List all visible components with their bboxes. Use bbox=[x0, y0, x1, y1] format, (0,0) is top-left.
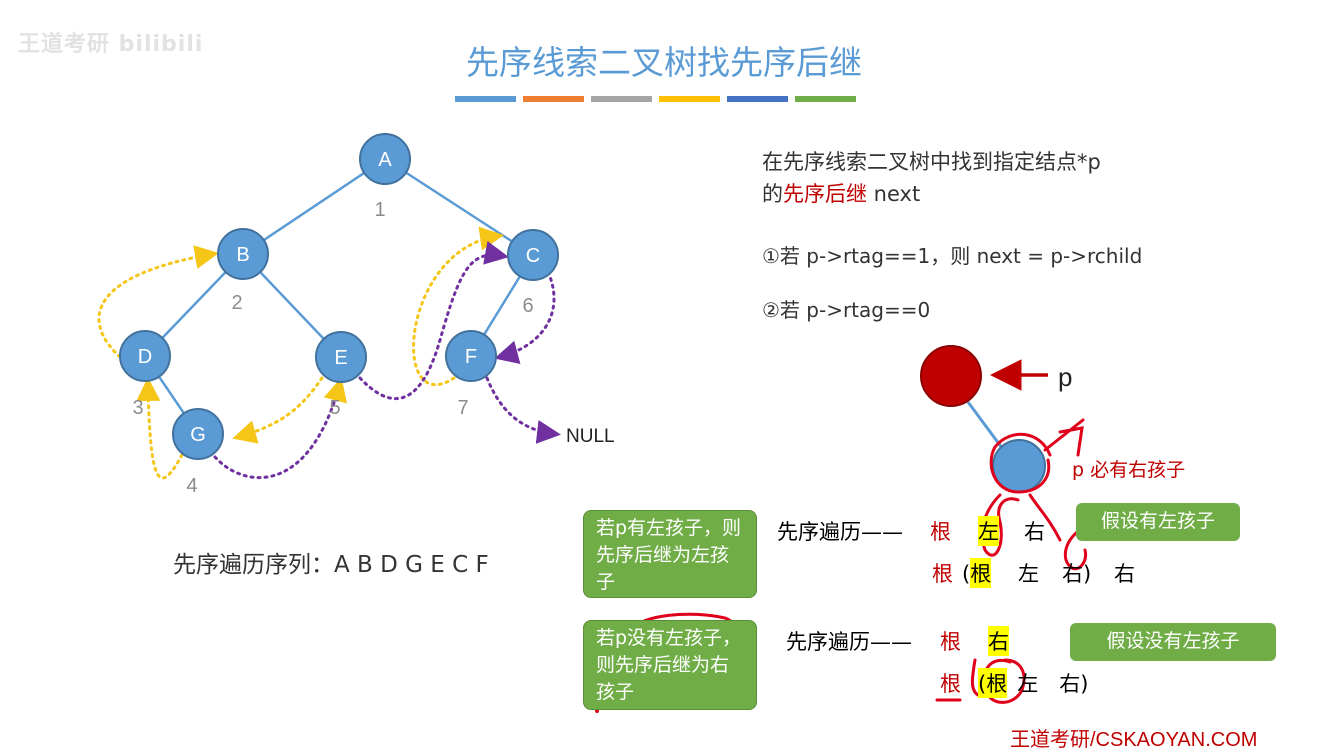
pred-thread-D-B bbox=[97, 245, 219, 359]
intro-line2: 的先序后继 next bbox=[762, 178, 920, 208]
footer-brand: 王道考研/CSKAOYAN.COM bbox=[1010, 729, 1258, 751]
succ-thread-F-null bbox=[485, 376, 561, 444]
o2r2-right: 右) bbox=[1059, 672, 1089, 696]
o1r2-right: 右) bbox=[1062, 562, 1092, 586]
circle-mark-right-child bbox=[989, 432, 1052, 494]
p-right-child-note: p 必有右孩子 bbox=[1072, 459, 1186, 481]
tree-node-label-E: E bbox=[334, 347, 347, 369]
preorder-index-F: 7 bbox=[457, 397, 468, 419]
order2-row1: 根右 bbox=[940, 626, 1009, 656]
order2-row2: 根 (根左右) bbox=[940, 668, 1088, 698]
title-color-bars bbox=[455, 96, 856, 102]
o2r1-root: 根 bbox=[940, 630, 961, 654]
tree-node-label-C: C bbox=[526, 245, 540, 267]
preorder-index-labels: 1 2 6 3 5 7 4 bbox=[132, 199, 533, 497]
o2r2-left: 左 bbox=[1017, 672, 1039, 696]
tree-node-B bbox=[217, 228, 269, 280]
tree-node-D bbox=[119, 330, 171, 382]
preorder-index-G: 4 bbox=[186, 475, 197, 497]
title-bar-3 bbox=[659, 96, 720, 102]
title-bar-2 bbox=[591, 96, 652, 102]
red-dot bbox=[595, 709, 599, 713]
slide-title: 先序线索二叉树找先序后继 bbox=[466, 43, 862, 82]
o1r2-right-outer: 右 bbox=[1114, 562, 1135, 586]
o1r2-left: 左 bbox=[1018, 562, 1039, 586]
null-label: NULL bbox=[566, 426, 615, 447]
tree-node-label-D: D bbox=[138, 346, 152, 368]
preorder-index-E: 5 bbox=[329, 397, 340, 419]
watermark: 王道考研 bilibili bbox=[18, 32, 204, 57]
tree-node-label-B: B bbox=[236, 244, 249, 266]
pred-thread-F-C bbox=[412, 226, 504, 387]
tree-node-G bbox=[172, 408, 224, 460]
o1r2-subtree-root-text: (根 bbox=[962, 558, 992, 588]
title-bar-5 bbox=[795, 96, 856, 102]
pred-threads bbox=[97, 226, 504, 480]
preorder-sequence: 先序遍历序列：A B D G E C F bbox=[173, 552, 489, 578]
title-bar-1 bbox=[523, 96, 584, 102]
assume-no-left-label: 假设没有左孩子 bbox=[1070, 623, 1276, 661]
box-no-left-child: 若p没有左孩子，则先序后继为右孩子 bbox=[583, 620, 757, 710]
succ-thread-G-E bbox=[213, 377, 347, 480]
edge-p-right bbox=[966, 401, 1007, 453]
traverse-label-2: 先序遍历—— bbox=[786, 630, 912, 654]
succ-threads bbox=[213, 240, 561, 480]
traverse-label-1: 先序遍历—— bbox=[777, 520, 903, 544]
o1r2-subtree-root: (根 bbox=[962, 558, 1018, 588]
circle-mark-root bbox=[982, 658, 1026, 704]
preorder-index-B: 2 bbox=[231, 292, 242, 314]
intro-successor-highlight: 先序后继 bbox=[783, 182, 867, 206]
o1r2-root: 根 bbox=[932, 562, 953, 586]
intro-line2-suffix: next bbox=[867, 182, 921, 206]
stroke-mark bbox=[1028, 493, 1062, 542]
case1-text: ①若 p->rtag==1，则 next = p->rchild bbox=[762, 244, 1143, 268]
o2r2-subtree-root: (根 bbox=[978, 668, 1008, 698]
preorder-index-A: 1 bbox=[374, 199, 385, 221]
bracket-mark-right bbox=[1063, 528, 1088, 571]
title-bar-4 bbox=[727, 96, 788, 102]
tree-node-label-G: G bbox=[190, 424, 206, 446]
intro-line2-prefix: 的 bbox=[762, 182, 783, 206]
intro-line1: 在先序线索二叉树中找到指定结点*p bbox=[762, 150, 1101, 174]
order1-row2: 根 (根 左右) 右 bbox=[932, 558, 1135, 588]
tree-node-E bbox=[315, 331, 367, 383]
case2-text: ②若 p->rtag==0 bbox=[762, 298, 931, 322]
o2r1-right: 右 bbox=[988, 626, 1009, 656]
tree-nodes: A B C D E F G bbox=[119, 133, 559, 460]
p-label: p bbox=[1058, 362, 1072, 392]
tree-node-F bbox=[445, 330, 497, 382]
order1-row1: 根左右 bbox=[930, 516, 1045, 546]
tree-node-label-A: A bbox=[378, 149, 392, 171]
o1r1-right: 右 bbox=[1024, 520, 1045, 544]
o2r2-root: 根 bbox=[940, 672, 961, 696]
box-has-left-child: 若p有左孩子，则先序后继为左孩子 bbox=[583, 510, 757, 598]
edge-A-C bbox=[384, 157, 534, 257]
tree-edges bbox=[143, 157, 535, 435]
o1r1-root: 根 bbox=[930, 520, 951, 544]
tree-node-A bbox=[359, 133, 411, 185]
pred-thread-G-D bbox=[136, 377, 184, 480]
o1r1-left: 左 bbox=[978, 516, 999, 546]
assume-left-label: 假设有左孩子 bbox=[1076, 503, 1240, 541]
succ-thread-E-C bbox=[358, 240, 509, 401]
tree-node-label-F: F bbox=[465, 346, 477, 368]
arrow-mark bbox=[1043, 418, 1085, 457]
pred-thread-E-G bbox=[232, 376, 324, 444]
preorder-index-C: 6 bbox=[522, 295, 533, 317]
node-p bbox=[920, 345, 982, 407]
succ-thread-C-F bbox=[494, 270, 556, 364]
title-bar-0 bbox=[455, 96, 516, 102]
tree-node-C bbox=[507, 229, 559, 281]
preorder-index-D: 3 bbox=[132, 397, 143, 419]
edge-A-B bbox=[242, 157, 386, 256]
paren-mark bbox=[970, 658, 980, 697]
